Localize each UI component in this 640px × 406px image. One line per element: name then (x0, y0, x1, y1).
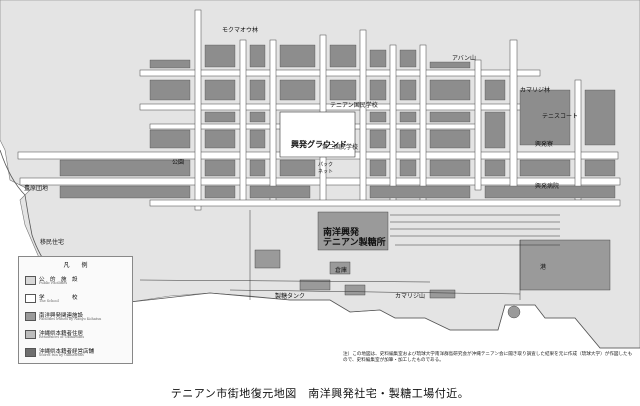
label-ritou: 移民住宅 (40, 239, 65, 246)
label-seiri-tank: 製糖タンク (275, 293, 306, 300)
legend-sub: Stores run by Okinawans (39, 353, 84, 357)
legend-swatch (25, 294, 36, 303)
label-park: 公園 (172, 159, 185, 166)
label-kamaryi-mountain: カマリジ山 (395, 293, 426, 300)
legend-swatch (25, 276, 36, 285)
label-tennis-b: テニアン国民学校 (330, 102, 378, 109)
label-ground: 興発グラウンド (291, 139, 347, 149)
legend-label: 南洋興発関連施設 (39, 313, 84, 319)
legend-sub: The School (39, 299, 59, 303)
legend: 凡 例 公 的 施 設 Public Facilities 学 校 The Sc… (18, 256, 133, 364)
tank-circle (507, 305, 521, 319)
legend-sub: Facilities owned by Nanyo Kohatsu (39, 317, 102, 321)
factory-complex (254, 211, 611, 299)
legend-swatch (25, 348, 36, 357)
legend-label: 沖縄県本籍者住居 (39, 331, 84, 337)
legend-label: 学 校 (39, 295, 78, 301)
blocks (59, 44, 616, 199)
legend-sub: Residences of Okinawans (39, 335, 85, 339)
label-aban: アバン山 (452, 55, 477, 62)
legend-sub: Public Facilities (39, 281, 68, 285)
label-pack: パック ネット (318, 162, 334, 175)
label-horei: 豊原団地 (24, 185, 49, 192)
legend-swatch (25, 330, 36, 339)
label-harbor: 港 (540, 264, 547, 271)
map-caption: テニアン市街地復元地図 南洋興発社宅・製糖工場付近。 (170, 387, 470, 400)
rail-lines (139, 210, 560, 300)
label-kamaryi-forest: カマリジ林 (520, 87, 551, 94)
label-kose-factory: 南洋興発 テニアン製糖所 (323, 228, 386, 248)
legend-label: 沖縄県本籍者経営店舗 (39, 349, 95, 355)
label-tennis: テニスコート (542, 113, 579, 120)
legend-title: 凡 例 (63, 262, 88, 269)
legend-swatch (25, 312, 36, 321)
label-shogakko: 第二国民学校 (322, 144, 359, 151)
legend-label: 公 的 施 設 (39, 277, 78, 283)
label-kose-dormitory: 興発寮 (535, 141, 554, 148)
map-note: 注）この地図は、史料編集室および琉球大学南洋群島研究会が沖縄テニアン会に聞き取り… (343, 352, 633, 363)
ground-field (279, 111, 356, 158)
label-warehouse: 倉庫 (335, 267, 348, 274)
label-koyo: 興発病院 (535, 183, 560, 190)
label-mokumaou: モクマオウ林 (222, 27, 259, 34)
